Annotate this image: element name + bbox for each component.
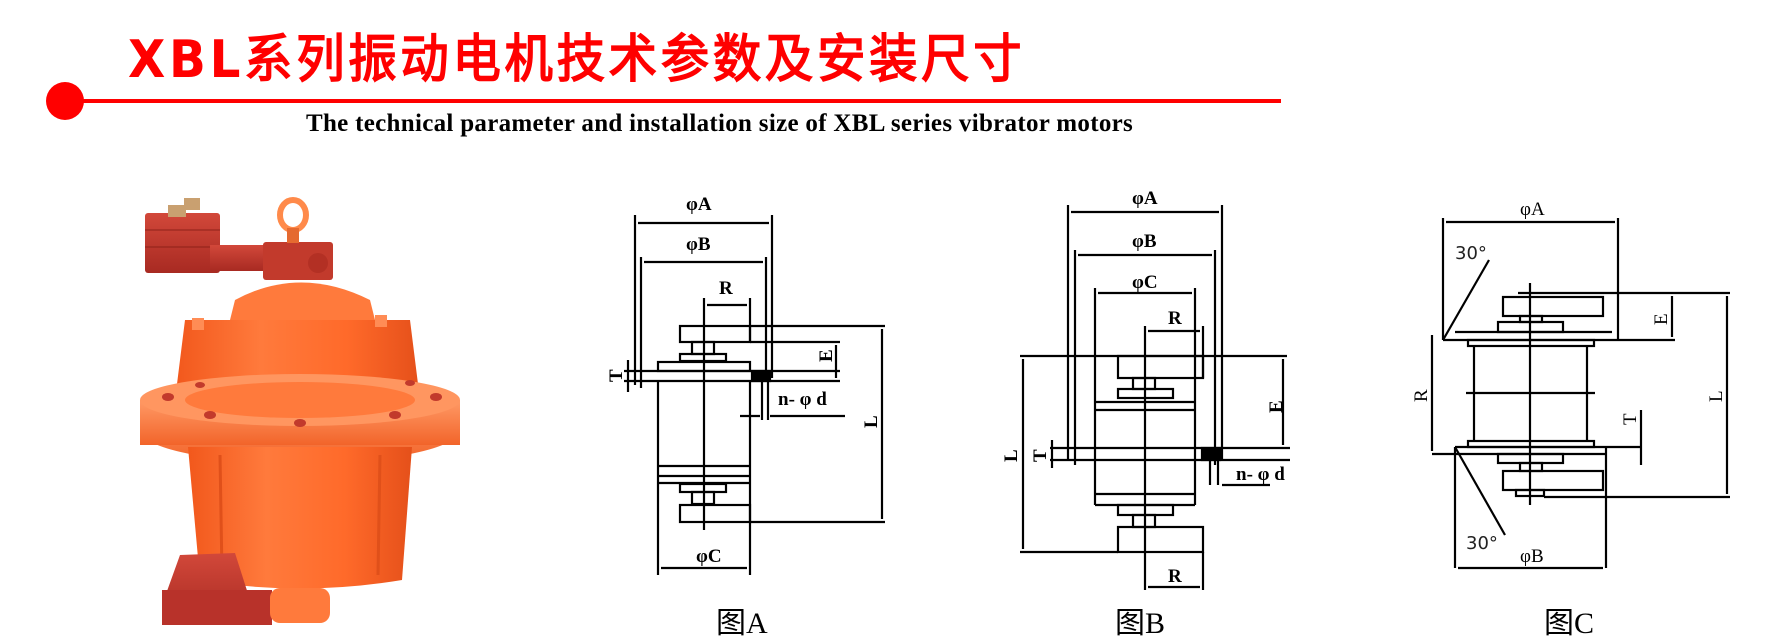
fig-a-caption: 图A	[716, 607, 768, 640]
motor-lower-housing	[188, 447, 412, 589]
fig-a-label-T: T	[606, 369, 627, 382]
motor-top-cap	[230, 282, 375, 320]
fig-a-label-phiB: φB	[686, 234, 711, 255]
page-title: XBL系列振动电机技术参数及安装尺寸	[128, 30, 1026, 90]
fig-b-caption: 图B	[1115, 607, 1165, 640]
header-rule	[65, 99, 1281, 103]
fig-b-label-phiC: φC	[1132, 272, 1158, 293]
fig-c-label-R: R	[1411, 389, 1432, 402]
fig-c-label-E: E	[1651, 313, 1672, 325]
figure-c-lines	[1430, 218, 1730, 570]
fig-b-label-hole: n- φ d	[1236, 464, 1285, 485]
fig-c-label-angle-bottom: 30°	[1466, 533, 1498, 554]
fig-c-label-angle-top: 30°	[1455, 243, 1487, 264]
page-subtitle: The technical parameter and installation…	[306, 110, 1134, 137]
fig-a-label-R: R	[719, 278, 733, 299]
motor-photo	[140, 197, 460, 625]
fig-c-label-T: T	[1620, 413, 1641, 425]
fig-a-label-hole: n- φ d	[778, 389, 827, 410]
fig-b-label-R-top: R	[1168, 308, 1182, 329]
fig-b-label-T: T	[1030, 449, 1051, 462]
motor-shaft-end	[270, 588, 330, 623]
fig-b-label-L: L	[1001, 449, 1022, 462]
bottom-eccentric-weight	[162, 553, 272, 625]
fig-c-caption: 图C	[1544, 607, 1594, 640]
lifting-eye	[277, 197, 309, 243]
figure-a-lines	[624, 215, 885, 575]
fig-c-label-phiB: φB	[1520, 546, 1544, 567]
figure-b-lines	[1020, 205, 1290, 590]
fig-a-label-phiA: φA	[686, 194, 712, 215]
fig-b-label-E: E	[1266, 400, 1287, 413]
fig-b-label-phiB: φB	[1132, 231, 1157, 252]
fig-a-label-E: E	[816, 349, 837, 362]
fig-c-label-L: L	[1706, 390, 1727, 402]
fig-b-label-R-bottom: R	[1168, 566, 1182, 587]
fig-c-label-phiA: φA	[1520, 199, 1545, 220]
top-eccentric-weight	[145, 198, 333, 280]
mounting-flange	[140, 374, 460, 463]
fig-b-label-phiA: φA	[1132, 188, 1158, 209]
fig-a-label-L: L	[861, 415, 882, 428]
fig-a-label-phiC: φC	[696, 546, 722, 567]
